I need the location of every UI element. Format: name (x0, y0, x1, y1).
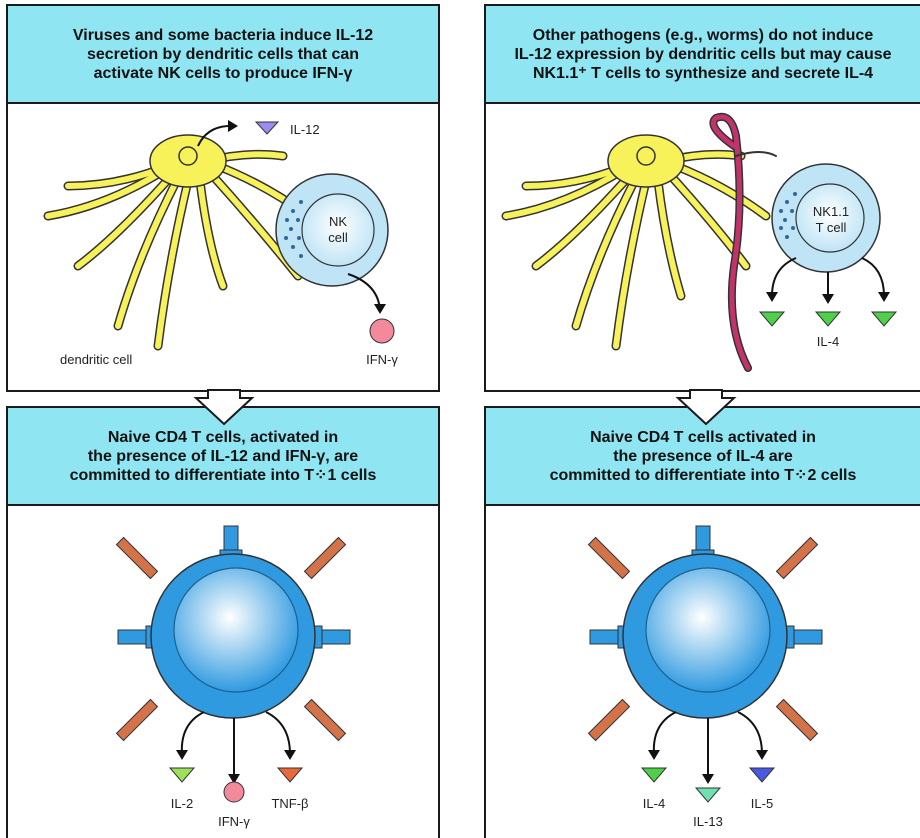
il13-triangle (696, 788, 720, 802)
il4-triangle (642, 768, 666, 782)
il5-label: IL-5 (751, 796, 773, 811)
th2-cell (623, 554, 787, 718)
th2-cell-illustration: IL-4 IL-13 IL-5 (486, 408, 920, 838)
il13-label: IL-13 (693, 814, 723, 829)
il4-triangle (872, 312, 896, 326)
th2-secretion-arrows (654, 712, 762, 778)
ifn-gamma-label: IFN-γ (218, 814, 250, 829)
dendritic-cell-label: dendritic cell (60, 352, 132, 367)
tnf-beta-triangle (278, 768, 302, 782)
nk-label: NK (329, 214, 347, 229)
th1-cell (151, 554, 315, 718)
ifn-gamma-label: IFN-γ (366, 352, 398, 367)
il4-label: IL-4 (817, 334, 839, 349)
il12-triangle (256, 122, 278, 134)
panel-th1-induction: Viruses and some bacteria induce IL-12 s… (6, 4, 440, 392)
dendritic-worm-illustration: NK1.1 T cell IL-4 (486, 6, 920, 392)
il4-triangle (760, 312, 784, 326)
il4-triangle (816, 312, 840, 326)
ifn-gamma-circle (224, 782, 244, 802)
nk11-label: NK1.1 (813, 204, 849, 219)
il2-label: IL-2 (171, 796, 193, 811)
panel-th2-commitment: Naive CD4 T cells activated in the prese… (484, 406, 920, 838)
il2-triangle (170, 768, 194, 782)
th1-cell-illustration: IL-2 IFN-γ TNF-β (8, 408, 440, 838)
t-cell-label: T cell (816, 220, 847, 235)
th1-secretion-arrows (182, 712, 290, 778)
il12-label: IL-12 (290, 122, 320, 137)
panel-th1-commitment: Naive CD4 T cells, activated in the pres… (6, 406, 440, 838)
il5-triangle (750, 768, 774, 782)
tnf-beta-label: TNF-β (271, 796, 308, 811)
cell-label: cell (328, 230, 348, 245)
il4-label: IL-4 (643, 796, 665, 811)
dendritic-cell (506, 135, 766, 346)
dendritic-nk-illustration: IL-12 NK cell IFN-γ dendritic cell (8, 6, 440, 392)
ifn-gamma-circle (370, 319, 394, 343)
dendritic-cell (48, 135, 308, 346)
panel-th2-induction: Other pathogens (e.g., worms) do not ind… (484, 4, 920, 392)
